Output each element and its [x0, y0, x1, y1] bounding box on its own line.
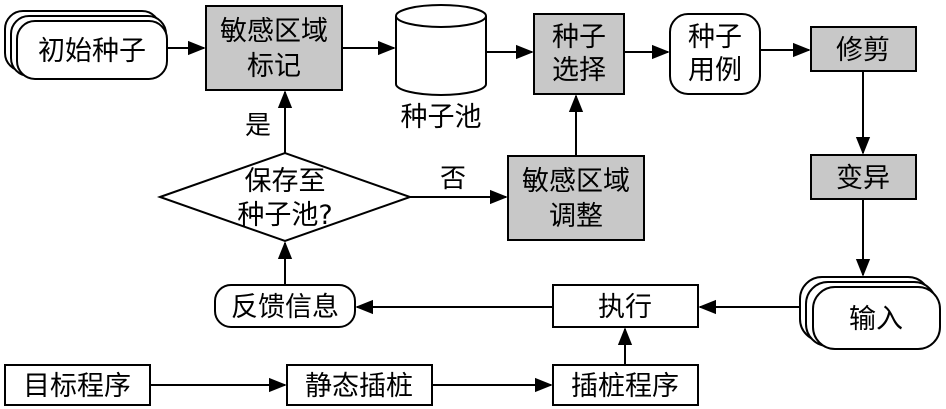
target-label: 目标程序	[23, 371, 131, 402]
instrumented-program-node: 插桩程序	[552, 364, 699, 406]
sensitive-region-adjust-node: 敏感区域 调整	[507, 155, 645, 241]
adjust-label-line1: 敏感区域	[522, 166, 630, 197]
edge-label-yes: 是	[245, 111, 271, 141]
mutate-label: 变异	[836, 163, 890, 194]
mark-label-line1: 敏感区域	[220, 16, 328, 47]
sensitive-region-mark-node: 敏感区域 标记	[205, 5, 343, 91]
seed-pool-node: 种子池	[395, 4, 487, 133]
instr-program-label: 插桩程序	[571, 371, 679, 402]
save-label-line2: 种子池?	[237, 200, 332, 231]
execute-node: 执行	[552, 284, 699, 328]
initial-seeds-label: 初始种子	[38, 36, 146, 67]
seed-pool-label: 种子池	[401, 102, 482, 133]
static-instrumentation-node: 静态插桩	[286, 364, 433, 406]
case-label-line2: 用例	[688, 55, 742, 86]
feedback-label: 反馈信息	[231, 292, 339, 323]
mutate-node: 变异	[810, 154, 917, 200]
input-label: 输入	[849, 304, 903, 335]
save-decision-node: 保存至 种子池?	[156, 151, 414, 243]
mark-label-line2: 标记	[247, 51, 301, 82]
feedback-node: 反馈信息	[214, 284, 356, 328]
initial-seeds-node: 初始种子	[4, 10, 168, 80]
adjust-label-line2: 调整	[549, 201, 603, 232]
save-label-line1: 保存至	[245, 166, 326, 197]
seed-selection-node: 种子 选择	[533, 13, 625, 95]
input-node: 输入	[799, 276, 941, 350]
static-instr-label: 静态插桩	[305, 371, 413, 402]
prune-label: 修剪	[836, 35, 890, 66]
execute-label: 执行	[598, 292, 652, 323]
select-label-line2: 选择	[552, 55, 606, 86]
seed-case-node: 种子 用例	[669, 13, 761, 95]
target-program-node: 目标程序	[4, 364, 151, 406]
case-label-line1: 种子	[688, 22, 742, 53]
edge-label-no: 否	[440, 164, 466, 194]
prune-node: 修剪	[810, 26, 917, 72]
select-label-line1: 种子	[552, 22, 606, 53]
